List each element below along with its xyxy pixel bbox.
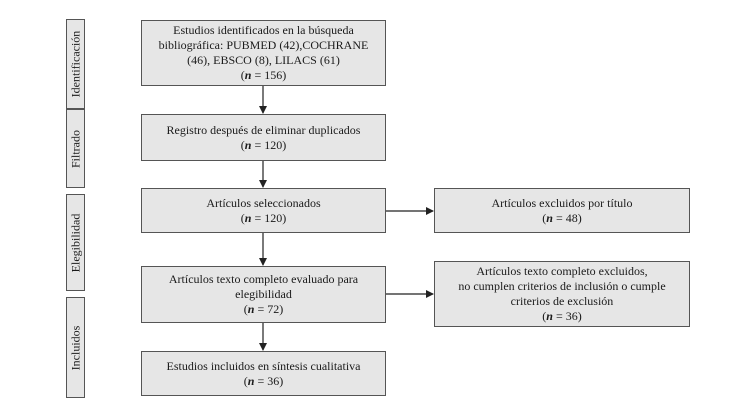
- box-identified-line-3: (46), EBSCO (8), LILACS (61): [187, 53, 340, 67]
- box-identified-line-2: bibliográfica: PUBMED (42),COCHRANE: [158, 38, 369, 52]
- box-included: Estudios incluidos en síntesis cualitati…: [141, 351, 386, 396]
- box-included-line-1: Estudios incluidos en síntesis cualitati…: [166, 358, 361, 373]
- stage-elegibilidad-label: Elegibilidad: [68, 213, 82, 272]
- box-fulltext-excluded: Artículos texto completo excluidos, no c…: [434, 261, 690, 327]
- box-excluded-title-line-1: Artículos excluidos por título: [491, 195, 633, 210]
- stage-identificacion-label: Identificación: [68, 30, 82, 98]
- box-fulltext-excluded-line-2: no cumplen criterios de inclusión o cump…: [458, 279, 666, 293]
- n-symbol: n: [244, 137, 252, 152]
- n-symbol: n: [244, 210, 252, 225]
- box-fulltext: Artículos texto completo evaluado para e…: [141, 266, 386, 323]
- box-fulltext-excluded-line-3: criterios de exclusión: [510, 294, 614, 308]
- box-identified: Estudios identificados en la búsqueda bi…: [141, 20, 386, 86]
- stage-filtrado-label: Filtrado: [68, 129, 82, 168]
- box-fulltext-excluded-count: (n = 36): [542, 309, 582, 323]
- box-dedup-count-value: = 120: [251, 137, 283, 152]
- stage-incluidos: Incluidos: [66, 297, 85, 398]
- box-identified-line-1: Estudios identificados en la búsqueda: [173, 23, 354, 37]
- stage-filtrado: Filtrado: [66, 109, 85, 188]
- box-fulltext-excluded-count-value: = 36: [552, 309, 578, 323]
- stage-identificacion: Identificación: [66, 19, 85, 109]
- box-fulltext-count-value: = 72: [254, 302, 280, 316]
- box-selected-count: (n = 120): [240, 210, 287, 225]
- box-fulltext-count: (n = 72): [243, 302, 284, 316]
- n-symbol: n: [546, 210, 553, 225]
- box-identified-count: (n = 156): [240, 68, 287, 82]
- box-identified-count-value: = 156: [251, 68, 283, 82]
- box-fulltext-line-1: Artículos texto completo evaluado para: [168, 272, 359, 286]
- n-symbol: n: [247, 373, 255, 388]
- box-excluded-title-count-value: = 48: [552, 210, 578, 225]
- n-symbol: n: [546, 309, 553, 323]
- stage-incluidos-label: Incluidos: [68, 325, 82, 370]
- stage-elegibilidad: Elegibilidad: [66, 194, 85, 291]
- box-selected-count-value: = 120: [251, 210, 283, 225]
- box-dedup: Registro después de eliminar duplicados …: [141, 114, 386, 161]
- box-fulltext-line-2: elegibilidad: [235, 287, 292, 301]
- box-dedup-count: (n = 120): [240, 137, 287, 152]
- box-dedup-line-1: Registro después de eliminar duplicados: [166, 122, 361, 137]
- box-fulltext-excluded-line-1: Artículos texto completo excluidos,: [476, 264, 648, 278]
- box-excluded-title: Artículos excluidos por título (n = 48): [434, 188, 690, 233]
- box-selected-line-1: Artículos seleccionados: [206, 195, 321, 210]
- box-selected: Artículos seleccionados (n = 120): [141, 188, 386, 233]
- box-excluded-title-count: (n = 48): [542, 210, 582, 225]
- n-symbol: n: [247, 302, 255, 316]
- box-included-count-value: = 36: [254, 373, 280, 388]
- box-included-count: (n = 36): [243, 373, 284, 388]
- n-symbol: n: [244, 68, 252, 82]
